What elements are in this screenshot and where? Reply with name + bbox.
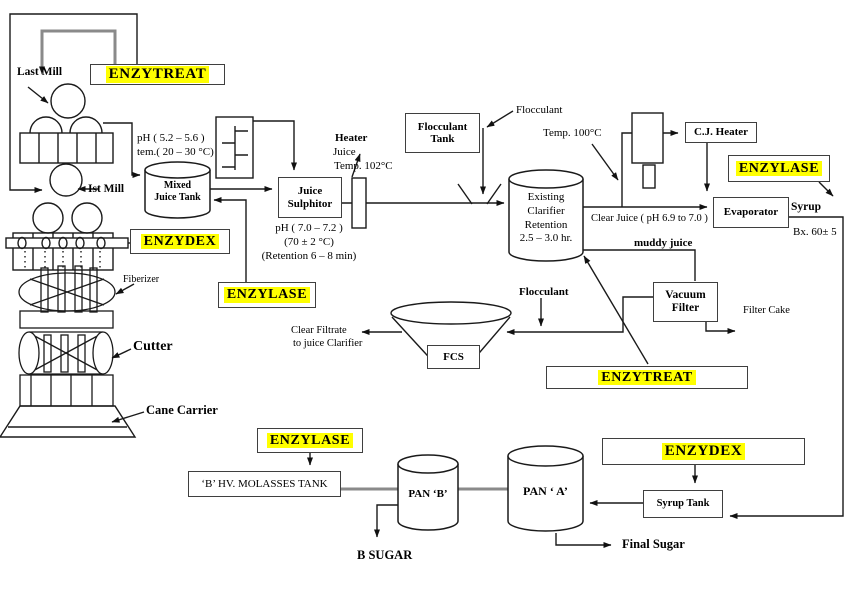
cutter-arrow [111,348,132,359]
brix-label: Bx. 60± 5 [793,226,837,238]
cane-carrier-arrow [111,411,145,423]
molasses-tank: ‘B’ HV. MOLASSES TANK [188,471,341,497]
pan-b-body [397,464,459,531]
last-mill-roller [50,83,86,119]
heater-feed-vessel [631,112,664,189]
flocculant-mid-label: Flocculant [519,286,569,298]
clarifier-label: Existing Clarifier Retention 2.5 – 3.0 h… [519,191,573,245]
cane-carrier-unit [0,283,145,438]
mill-to-tank-line [103,122,141,178]
fiberizer-unit [18,265,116,329]
juice-strainer [215,116,254,179]
muddy-juice-line [583,249,696,281]
gray-pipes [39,29,508,491]
heater-callout-arrow [351,153,361,178]
vessels [144,161,584,532]
syrup-line [729,216,844,519]
enzylase-syrup-arrow [818,181,834,197]
mixing-marks [457,183,502,205]
heater-label: Heater [335,132,368,144]
cj-heater: C.J. Heater [685,122,757,143]
pan-b-top [397,454,459,474]
enzydex-syrup-box: ENZYDEX [602,438,805,465]
sulphitor-ph-line3: (Retention 6 – 8 min) [261,250,357,262]
flocculant-top-label: Flocculant [516,104,563,116]
vacuum-filter: Vacuum Filter [653,282,718,322]
mixed-juice-tank-top [144,161,211,179]
mill-ph-line2: tem.( 20 – 30 °C) [137,146,214,158]
mill-arches [29,116,103,134]
enzytreat-filter-label: ENZYTREAT [598,369,696,386]
syrup-tank: Syrup Tank [643,490,723,518]
strainer-to-sulphitor-line [253,120,297,171]
enzylase-evaporator-label: ENZYLASE [735,160,823,177]
first-mill-roller [49,163,83,197]
clear-filtrate-line2: to juice Clarifier [293,338,363,349]
cutter-label: Cutter [133,339,173,354]
crusher-roller-left [32,202,64,234]
mill-battery [19,132,114,164]
mill-ph-line1: pH ( 5.2 – 5.6 ) [137,132,205,144]
pan-b-label: PAN ‘B’ [408,488,448,500]
cane-carrier-label: Cane Carrier [146,403,218,417]
fcs-box: FCS [427,345,480,369]
juice-label: Juice [333,146,356,158]
mixed-juice-tank-body [144,170,211,219]
syrup-label: Syrup [791,201,822,213]
clear-juice-label: Clear Juice ( pH 6.9 to 7.0 ) [591,213,708,224]
last-mill-arrow [27,86,49,104]
enzytreat-top-box: ENZYTREAT [90,64,225,85]
enzytreat-to-first-mill-line [9,13,138,193]
juice-sulphitor: Juice Sulphitor [278,177,342,218]
enzydex-syrup-label: ENZYDEX [661,443,746,460]
enzylase-evaporator-box: ENZYLASE [728,155,830,182]
last-mill-label: Last Mill [17,66,63,78]
pan-a-body [507,456,584,532]
sulphitor-ph-line2: (70 ± 2 °C) [284,236,334,248]
enzytreat-top-label: ENZYTREAT [105,66,210,83]
enzydex-mill-box: ENZYDEX [130,229,230,254]
enzylase-molasses-label: ENZYLASE [266,432,354,449]
temp-102-label: Temp. 102°C [334,160,393,172]
enzydex-mill-label: ENZYDEX [140,233,220,250]
first-mill-label: Ist Mill [88,183,125,195]
temp-100-label: Temp. 100°C [543,127,602,139]
crusher-roller-right [71,202,103,234]
enzytreat-to-last-mill-pipe [40,29,117,70]
clarifier-top [508,169,584,189]
b-sugar-line [374,504,398,538]
juice-heater-rect [351,177,367,229]
filtrate-to-fcs-line [506,296,653,335]
temp-100-arrow [591,143,619,181]
clear-filtrate-line1: Clear Filtrate [291,325,347,336]
enzylase-molasses-box: ENZYLASE [257,428,363,453]
evaporator: Evaporator [713,197,789,228]
clarifier-body [508,179,584,262]
enzylase-to-tank-line [213,197,247,282]
flocculant-tank: Flocculant Tank [405,113,480,153]
crusher-housing [12,232,114,271]
muddy-juice-label: muddy juice [634,237,693,249]
final-sugar-line [555,533,612,548]
cutter-unit [18,331,114,407]
final-sugar-label: Final Sugar [622,537,685,551]
pan-a-label: PAN ‘ A’ [523,484,568,498]
enzytreat-dosing-arrow [583,255,649,365]
filter-cake-label: Filter Cake [743,305,790,316]
enzylase-juice-label: ENZYLASE [223,287,311,303]
flocculant-label-arrow [486,110,514,128]
enzytreat-filter-box: ENZYTREAT [546,366,748,389]
b-sugar-label: B SUGAR [357,548,413,562]
fiberizer-label: Fiberizer [123,274,160,285]
enzylase-juice-box: ENZYLASE [218,282,316,308]
mixed-juice-tank-label: Mixed Juice Tank [154,180,201,203]
sulphitor-ph-line1: pH ( 7.0 – 7.2 ) [275,222,343,234]
filter-cake-line [705,322,736,334]
pan-a-top [507,445,584,467]
mill-train [5,83,129,271]
fiberizer-arrow [115,283,135,295]
